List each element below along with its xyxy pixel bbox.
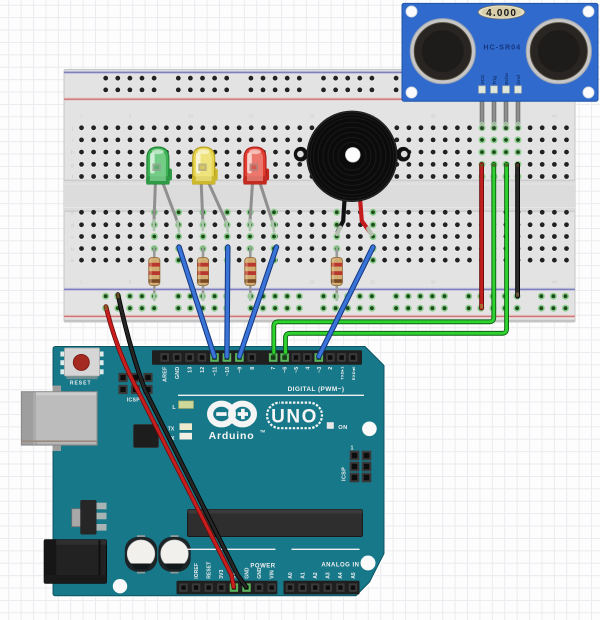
svg-text:20: 20	[309, 114, 315, 119]
svg-text:1: 1	[80, 280, 83, 285]
svg-text:1: 1	[80, 114, 83, 119]
svg-text:5V: 5V	[232, 572, 238, 579]
svg-text:1: 1	[351, 446, 354, 452]
svg-text:12: 12	[200, 367, 206, 373]
svg-text:5: 5	[129, 280, 132, 285]
svg-text:A2: A2	[313, 572, 319, 579]
svg-text:HC-SR04: HC-SR04	[483, 43, 521, 52]
svg-text:13: 13	[188, 367, 194, 373]
svg-text:A1: A1	[300, 572, 306, 579]
svg-text:VIN: VIN	[270, 570, 276, 579]
svg-text:ON: ON	[338, 425, 348, 431]
svg-text:VCC: VCC	[480, 74, 486, 85]
svg-text:g: g	[71, 163, 74, 168]
svg-text:Arduino: Arduino	[209, 430, 255, 442]
svg-text:A3: A3	[326, 572, 332, 579]
svg-text:Gnd: Gnd	[516, 75, 522, 85]
svg-text:IOREF: IOREF	[194, 563, 200, 579]
svg-text:30: 30	[431, 114, 437, 119]
svg-text:j: j	[71, 126, 73, 132]
svg-text:40: 40	[552, 280, 558, 285]
svg-text:f: f	[72, 175, 74, 181]
svg-text:15: 15	[249, 114, 255, 119]
svg-text:A0: A0	[288, 572, 294, 579]
svg-text:30: 30	[431, 280, 437, 285]
svg-text:8: 8	[250, 367, 256, 370]
svg-text:5: 5	[129, 114, 132, 119]
svg-text:TX: TX	[168, 427, 175, 433]
svg-text:Echo: Echo	[504, 73, 510, 85]
svg-text:RESET: RESET	[207, 562, 213, 579]
svg-text:~6: ~6	[283, 367, 289, 374]
svg-text:~3: ~3	[317, 367, 323, 374]
svg-text:UNO: UNO	[271, 406, 318, 427]
svg-text:4: 4	[305, 367, 311, 370]
svg-text:e: e	[71, 211, 74, 216]
svg-text:b: b	[71, 247, 74, 253]
svg-text:7: 7	[271, 367, 277, 370]
svg-text:RXD◂0: RXD◂0	[351, 366, 356, 380]
svg-text:2: 2	[328, 367, 334, 370]
svg-text:A4: A4	[338, 572, 344, 579]
svg-text:L: L	[172, 405, 176, 411]
svg-text:h: h	[71, 150, 74, 156]
svg-text:ICSP: ICSP	[342, 467, 348, 481]
svg-text:~10: ~10	[225, 367, 231, 377]
svg-text:~11: ~11	[213, 367, 219, 376]
svg-text:A5: A5	[351, 572, 357, 579]
svg-text:TXD▸1: TXD▸1	[340, 366, 345, 380]
svg-text:ICSP1: ICSP1	[127, 398, 144, 404]
svg-text:i: i	[72, 138, 73, 144]
svg-text:RESET: RESET	[70, 380, 92, 386]
svg-text:DIGITAL (PWM~): DIGITAL (PWM~)	[288, 386, 345, 393]
svg-text:10: 10	[188, 114, 194, 119]
svg-text:3V3: 3V3	[219, 569, 225, 578]
svg-text:TM: TM	[260, 430, 265, 434]
svg-text:c: c	[71, 236, 74, 241]
svg-text:20: 20	[309, 280, 315, 285]
svg-text:AREF: AREF	[163, 366, 169, 382]
svg-text:~9: ~9	[237, 367, 243, 374]
svg-text:GND: GND	[257, 567, 263, 579]
svg-text:40: 40	[552, 114, 558, 119]
svg-text:ANALOG IN: ANALOG IN	[321, 562, 359, 568]
svg-text:4.000: 4.000	[486, 8, 517, 19]
svg-text:GND: GND	[175, 367, 181, 380]
svg-text:25: 25	[370, 280, 376, 285]
svg-text:a: a	[71, 259, 74, 264]
svg-text:d: d	[71, 223, 74, 229]
svg-text:POWER: POWER	[250, 563, 275, 569]
svg-text:Trig: Trig	[492, 76, 498, 85]
svg-text:GND: GND	[244, 567, 250, 579]
svg-text:~5: ~5	[294, 367, 300, 374]
